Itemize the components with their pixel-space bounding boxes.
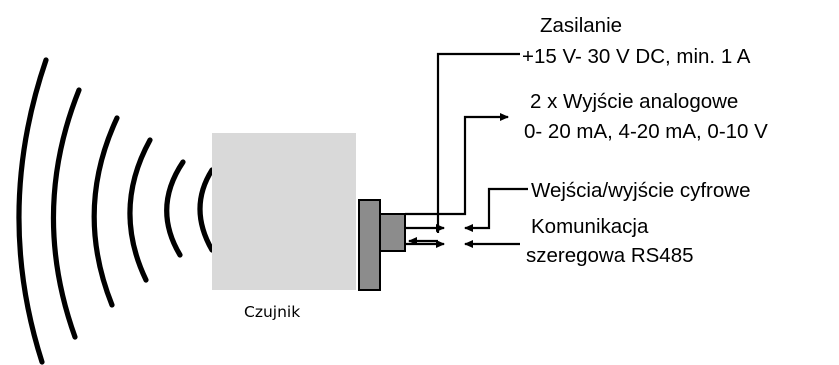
serial-spec: szeregowa RS485 <box>526 244 694 267</box>
analog-wire <box>405 113 509 216</box>
wave-arc <box>50 87 82 340</box>
sensor-label: Czujnik <box>244 303 300 321</box>
wave-arc <box>16 57 49 365</box>
connector-plug <box>379 213 406 252</box>
wave-arcs-icon <box>16 57 215 365</box>
analog-title: 2 x Wyjście analogowe <box>530 90 738 113</box>
connector-plate <box>358 199 381 291</box>
power-title: Zasilanie <box>540 14 622 37</box>
wave-arc <box>164 159 186 258</box>
digital-wire <box>405 187 528 232</box>
wave-arc <box>91 115 120 308</box>
power-wire <box>408 52 520 245</box>
digital-title: Wejścia/wyjście cyfrowe <box>531 179 750 202</box>
wave-arc <box>127 137 153 283</box>
wave-arc <box>197 167 215 253</box>
serial-title: Komunikacja <box>531 215 649 238</box>
power-spec: +15 V- 30 V DC, min. 1 A <box>522 45 751 68</box>
sensor-body <box>212 133 356 290</box>
analog-spec: 0- 20 mA, 4-20 mA, 0-10 V <box>524 120 768 143</box>
